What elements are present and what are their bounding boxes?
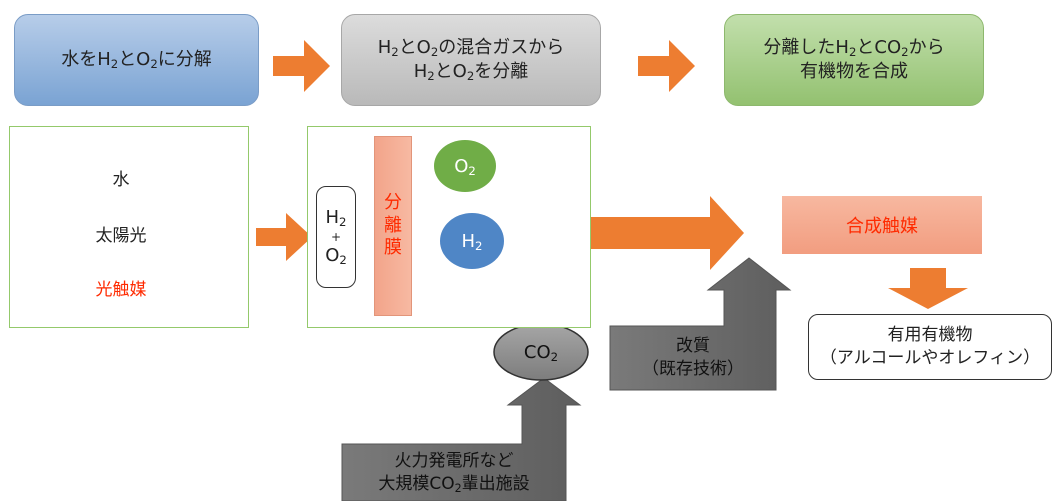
- useful-organics-box: 有用有機物 （アルコールやオレフィン）: [808, 314, 1052, 380]
- separation-membrane: 分 離 膜: [374, 136, 412, 316]
- membrane-char-3: 膜: [384, 237, 402, 259]
- input-to-separation-arrow: [256, 213, 312, 261]
- photocatalysis-panel: [9, 126, 249, 328]
- sunlight-input-label: 太陽光: [95, 225, 147, 246]
- membrane-char-2: 離: [384, 214, 402, 236]
- useful-organics-title: 有用有機物: [887, 325, 973, 346]
- photocatalyst-input-label: 光触媒: [95, 279, 147, 300]
- step-separate-gases-label: H2とO2の混合ガスから H2とO2を分離: [377, 36, 565, 83]
- gas-mixture-h2: H2: [325, 207, 347, 229]
- co2-emitter-label: 火力発電所など 大規模CO2輩出施設: [378, 450, 530, 495]
- emitter-to-co2-arrow: [341, 377, 582, 501]
- catalyst-to-product-arrow: [888, 268, 968, 309]
- water-input-label: 水: [112, 169, 130, 190]
- step-split-water-label: 水をH2とO2に分解: [61, 48, 212, 71]
- hydrogen-label: H2: [461, 230, 483, 253]
- co2-label: CO2: [523, 341, 559, 364]
- step-split-water: 水をH2とO2に分解: [14, 14, 259, 106]
- gas-mixture-o2: O2: [325, 244, 347, 267]
- step-synthesize-organics-label: 分離したH2とCO2から 有機物を合成: [763, 36, 945, 82]
- membrane-char-1: 分: [384, 192, 402, 214]
- reforming-arrow: [609, 257, 792, 391]
- step-arrow-1: [273, 40, 330, 92]
- oxygen-bubble: O2: [434, 140, 496, 192]
- step-separate-gases: H2とO2の混合ガスから H2とO2を分離: [341, 14, 601, 106]
- useful-organics-examples: （アルコールやオレフィン）: [819, 348, 1041, 368]
- reforming-label: 改質 （既存技術）: [642, 336, 744, 379]
- synthesis-catalyst: 合成触媒: [782, 196, 982, 254]
- oxygen-label: O2: [454, 155, 476, 178]
- gas-mixture-plus: +: [330, 229, 342, 244]
- gas-mixture-box: H2 + O2: [316, 186, 356, 288]
- hydrogen-flow-arrow: [520, 196, 744, 270]
- hydrogen-bubble: H2: [440, 213, 504, 269]
- step-synthesize-organics: 分離したH2とCO2から 有機物を合成: [724, 14, 984, 106]
- step-arrow-2: [638, 40, 695, 92]
